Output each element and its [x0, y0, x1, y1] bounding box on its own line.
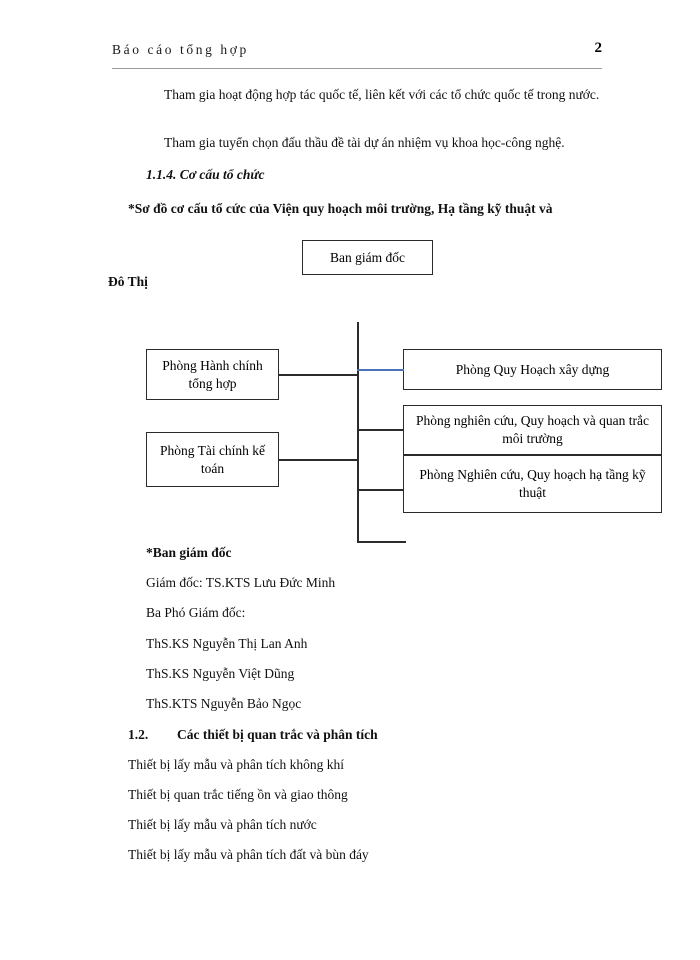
board-deputy-3: ThS.KTS Nguyễn Bảo Ngọc	[146, 696, 302, 711]
org-node-construction-planning: Phòng Quy Hoạch xây dựng	[403, 349, 662, 390]
connector-environment	[357, 429, 404, 431]
page-number: 2	[594, 40, 603, 56]
paragraph-international-cooperation: Tham gia hoạt động hợp tác quốc tế, liên…	[164, 87, 600, 102]
connector-admin	[279, 374, 358, 376]
connector-construction	[357, 369, 404, 371]
heading-1-2: 1.2. Các thiết bị quan trắc và phân tích	[128, 725, 378, 745]
page-header: Báo cáo tổng hợp 2	[112, 40, 603, 68]
paragraph-bidding: Tham gia tuyển chọn đấu thầu đề tài dự á…	[164, 135, 565, 150]
board-deputy-heading: Ba Phó Giám đốc:	[146, 605, 246, 620]
equipment-item-4: Thiết bị lấy mẫu và phân tích đất và bùn…	[128, 847, 369, 862]
equipment-item-3: Thiết bị lấy mẫu và phân tích nước	[128, 817, 317, 832]
connector-finance	[279, 459, 358, 461]
header-title: Báo cáo tổng hợp	[112, 42, 249, 57]
board-deputy-1: ThS.KS Nguyễn Thị Lan Anh	[146, 636, 308, 651]
org-node-environment-research: Phòng nghiên cứu, Quy hoạch và quan trắc…	[403, 405, 662, 455]
header-divider	[112, 68, 602, 69]
diagram-caption-continuation: Đô Thị	[108, 274, 148, 289]
board-heading: *Ban giám đốc	[146, 545, 232, 560]
connector-trunk-foot	[357, 541, 406, 543]
org-node-infrastructure-research: Phòng Nghiên cứu, Quy hoạch hạ tầng kỹ t…	[403, 455, 662, 513]
heading-1-1-4: 1.1.4. Cơ cấu tổ chức	[146, 167, 265, 182]
connector-trunk	[357, 322, 359, 542]
heading-1-2-number: 1.2.	[128, 727, 149, 742]
org-node-board-of-directors: Ban giám đốc	[302, 240, 433, 275]
org-node-administration: Phòng Hành chính tổng hợp	[146, 349, 279, 400]
connector-infrastructure	[357, 489, 404, 491]
org-node-finance-accounting: Phòng Tài chính kế toán	[146, 432, 279, 487]
equipment-item-2: Thiết bị quan trắc tiếng ồn và giao thôn…	[128, 787, 348, 802]
equipment-item-1: Thiết bị lấy mẫu và phân tích không khí	[128, 757, 344, 772]
board-director: Giám đốc: TS.KTS Lưu Đức Minh	[146, 575, 336, 590]
diagram-caption: *Sơ đồ cơ cấu tổ cức của Viện quy hoạch …	[128, 201, 553, 216]
board-deputy-2: ThS.KS Nguyễn Việt Dũng	[146, 666, 295, 681]
heading-1-2-text: Các thiết bị quan trắc và phân tích	[177, 727, 378, 742]
